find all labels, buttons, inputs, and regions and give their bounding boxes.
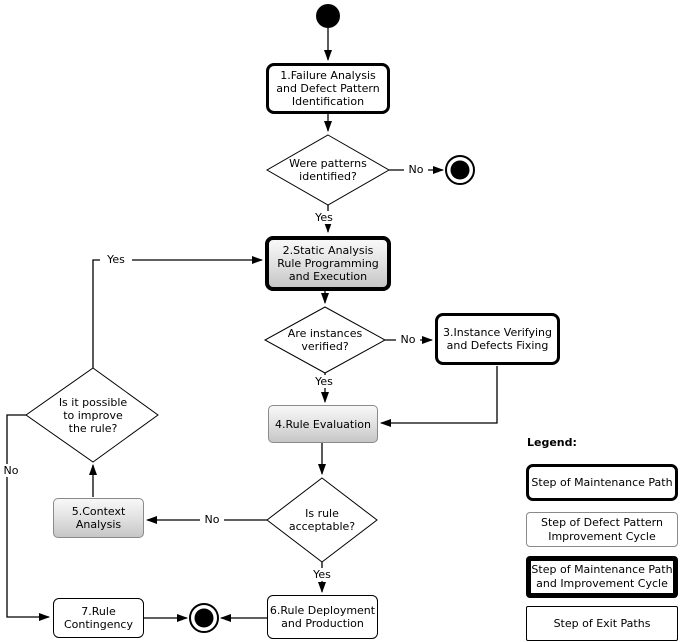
activity-box-instance-verifying: 3.Instance Verifying and Defects Fixing — [435, 313, 560, 365]
decision-label-improve: Is it possible to improve the rule? — [58, 396, 128, 435]
legend-item-maintenance-path: Step of Maintenance Path — [526, 464, 678, 501]
edge-label-instances-yes: Yes — [308, 375, 340, 388]
edge-label-acceptable-no: No — [200, 513, 224, 526]
end-node-top — [445, 155, 475, 185]
decision-label-acceptable: Is rule acceptable? — [288, 507, 356, 533]
legend-item-improvement-cycle: Step of Defect Pattern Improvement Cycle — [526, 512, 678, 547]
decision-label-instances: Are instances verified? — [287, 327, 363, 353]
edge-label-improve-yes: Yes — [100, 253, 132, 266]
activity-box-static-analysis: 2.Static Analysis Rule Programming and E… — [265, 236, 391, 291]
activity-box-context-analysis: 5.Context Analysis — [53, 498, 144, 538]
edge-label-patterns-yes: Yes — [308, 211, 340, 224]
activity-box-rule-deployment: 6.Rule Deployment and Production — [267, 595, 378, 639]
start-node — [316, 4, 340, 28]
edge-label-acceptable-yes: Yes — [306, 568, 338, 581]
edge-label-instances-no: No — [396, 333, 420, 346]
edge-decision4-no-to-box7 — [6, 414, 50, 621]
legend-item-exit-paths: Step of Exit Paths — [526, 606, 678, 641]
edge-decision4-yes-to-box2 — [92, 256, 263, 368]
legend-title: Legend: — [527, 436, 577, 449]
activity-box-rule-evaluation: 4.Rule Evaluation — [268, 405, 378, 443]
activity-box-rule-contingency: 7.Rule Contingency — [53, 598, 144, 638]
activity-box-failure-analysis: 1.Failure Analysis and Defect Pattern Id… — [266, 63, 390, 114]
decision-label-patterns: Were patterns identified? — [289, 157, 367, 183]
edge-box3-to-box4 — [380, 366, 498, 427]
end-node-bottom — [189, 603, 219, 633]
edge-label-patterns-no: No — [404, 163, 428, 176]
decision-diamond-improve — [25, 367, 159, 463]
legend-item-maintenance-and-improvement: Step of Maintenance Path and Improvement… — [526, 556, 678, 598]
edge-label-improve-no: No — [0, 464, 22, 477]
